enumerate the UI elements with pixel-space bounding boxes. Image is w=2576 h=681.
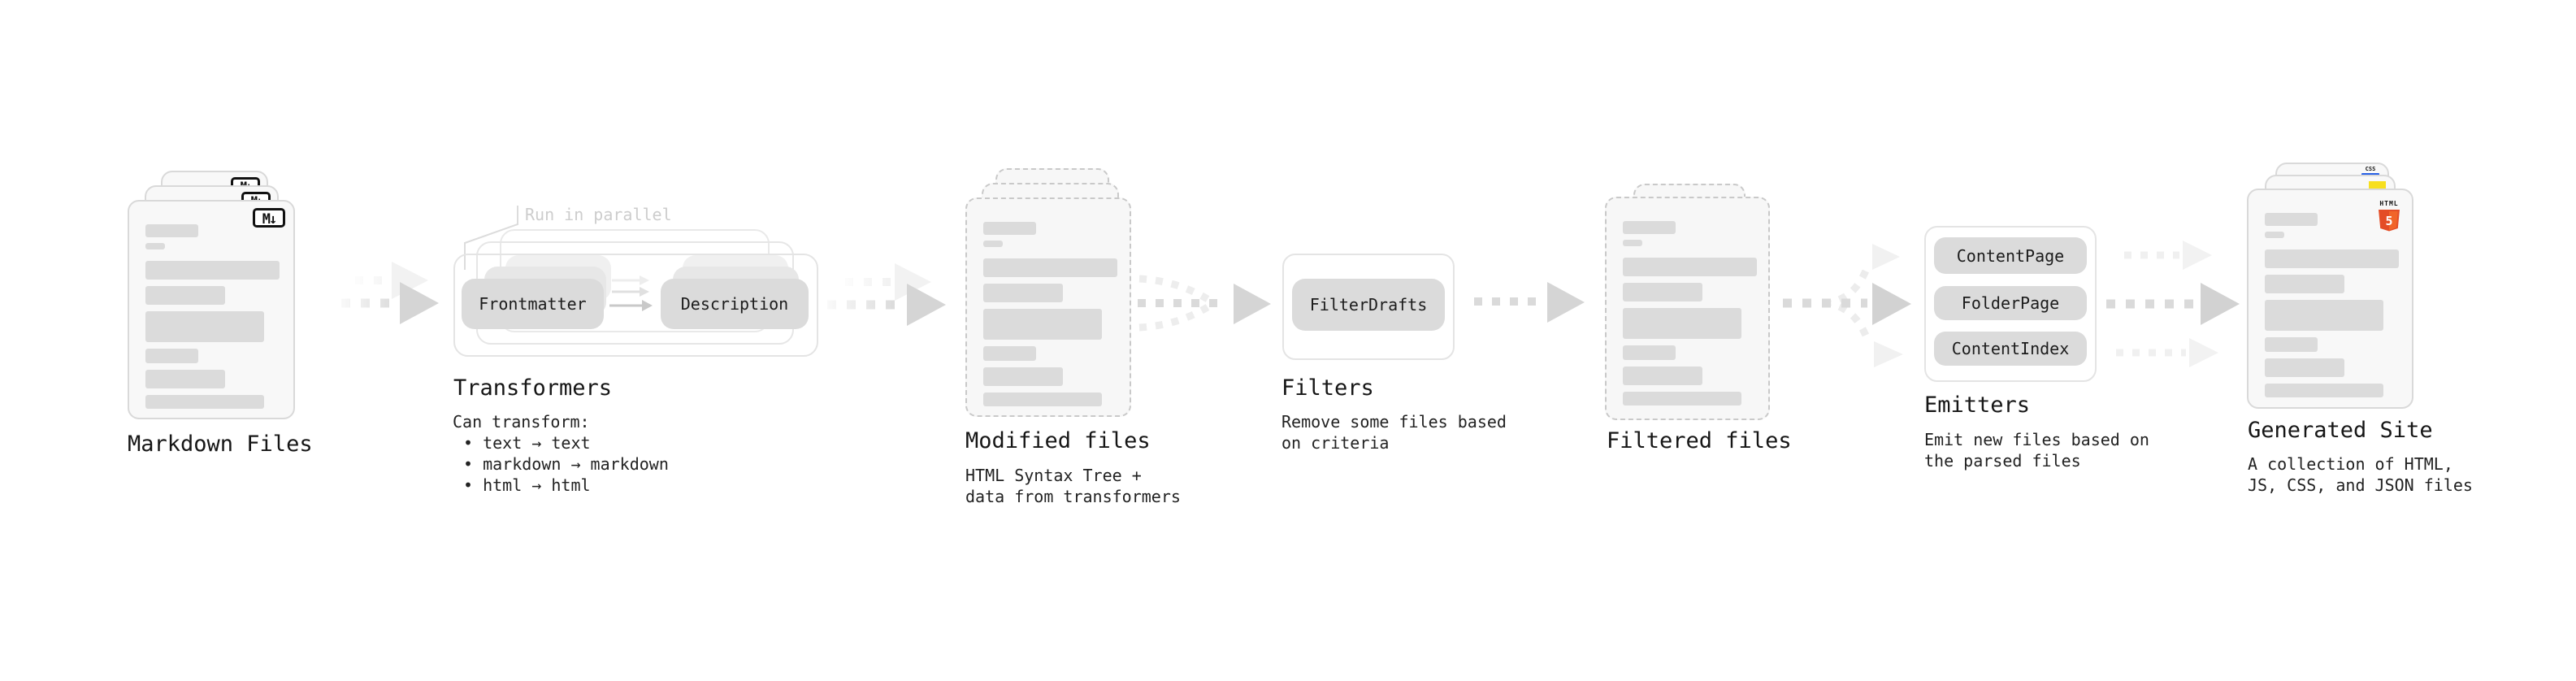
- stage-description-line: A collection of HTML,: [2248, 454, 2453, 474]
- markdown-icon: M↓: [253, 208, 285, 228]
- skeleton-line: [1623, 258, 1757, 276]
- skeleton-line: [983, 258, 1117, 277]
- skeleton-line: [2265, 300, 2383, 331]
- arrow-filters-to-filtered: [1474, 282, 1585, 323]
- css3-icon: CSS: [2361, 167, 2379, 176]
- file-card-front: [965, 197, 1131, 417]
- stage-description-line: HTML Syntax Tree +: [965, 466, 1142, 485]
- filters-frame: [1282, 254, 1455, 360]
- skeleton-line: [145, 243, 165, 249]
- stage-title-generated-site: Generated Site: [2248, 418, 2433, 443]
- skeleton-line: [983, 346, 1036, 361]
- stage-title-modified-files: Modified files: [965, 428, 1151, 453]
- stage-title-transformers: Transformers: [453, 375, 613, 401]
- skeleton-line: [145, 224, 198, 237]
- skeleton-line: [2265, 384, 2383, 397]
- stage-description-line: • markdown → markdown: [463, 454, 669, 474]
- skeleton-line: [145, 370, 225, 388]
- run-in-parallel-label: Run in parallel: [525, 205, 672, 224]
- stage-description-line: Remove some files based: [1281, 412, 1507, 432]
- arrow-modified-to-filters: [1138, 275, 1271, 332]
- stage-description-line: on criteria: [1281, 433, 1390, 453]
- skeleton-line: [1623, 367, 1702, 385]
- js-icon: [2369, 181, 2386, 189]
- skeleton-line: [145, 261, 280, 280]
- skeleton-line: [2265, 337, 2318, 352]
- skeleton-line: [1623, 345, 1676, 360]
- skeleton-line: [2265, 232, 2284, 238]
- skeleton-line: [1623, 221, 1676, 234]
- emitters-frame: [1924, 226, 2097, 382]
- skeleton-line: [145, 395, 264, 409]
- stage-description-line: • html → html: [463, 475, 591, 495]
- stage-description: HTML Syntax Tree + data from transformer…: [965, 465, 1181, 507]
- skeleton-line: [2265, 358, 2344, 377]
- skeleton-line: [1623, 240, 1642, 246]
- pill-contentpage: ContentPage: [1934, 237, 2087, 274]
- skeleton-line: [145, 311, 264, 342]
- stage-description: Can transform: • text → text • markdown …: [453, 411, 669, 496]
- arrow-markdown-to-transformers: [341, 262, 439, 324]
- html5-icon-label: HTML: [2379, 200, 2399, 207]
- skeleton-line: [983, 284, 1063, 302]
- file-card-front: HTML 5: [2247, 189, 2413, 409]
- arrow-transformers-to-modified: [827, 263, 946, 326]
- html5-shield: 5: [2379, 210, 2400, 232]
- pill-frontmatter: Frontmatter: [462, 279, 604, 329]
- pill-description: Description: [661, 279, 809, 329]
- svg-text:5: 5: [2385, 214, 2392, 228]
- stage-description-line: JS, CSS, and JSON files: [2248, 475, 2473, 495]
- stage-title-filters: Filters: [1281, 375, 1374, 401]
- skeleton-line: [983, 241, 1003, 247]
- skeleton-line: [983, 222, 1036, 235]
- skeleton-line: [1623, 283, 1702, 301]
- stage-description: A collection of HTML, JS, CSS, and JSON …: [2248, 453, 2473, 496]
- arrow-filtered-to-emitters: [1783, 244, 1911, 367]
- stage-description-line: data from transformers: [965, 487, 1181, 506]
- skeleton-line: [145, 286, 225, 305]
- html5-icon: HTML 5: [2376, 193, 2402, 236]
- css3-icon-text: CSS: [2365, 166, 2376, 172]
- skeleton-line: [983, 393, 1102, 406]
- skeleton-line: [1623, 392, 1741, 406]
- stage-description: Remove some files based on criteria: [1281, 411, 1507, 453]
- skeleton-line: [145, 349, 198, 363]
- stage-title-markdown-files: Markdown Files: [128, 432, 313, 457]
- skeleton-line: [983, 367, 1063, 386]
- file-card-front: M↓: [128, 200, 295, 419]
- stage-description: Emit new files based on the parsed files: [1924, 429, 2149, 471]
- pill-folderpage: FolderPage: [1934, 286, 2087, 320]
- skeleton-line: [2265, 275, 2344, 293]
- pill-filterdrafts: FilterDrafts: [1292, 279, 1445, 331]
- stage-title-filtered-files: Filtered files: [1607, 428, 1792, 453]
- stage-title-emitters: Emitters: [1924, 393, 2031, 418]
- skeleton-line: [2265, 213, 2318, 226]
- arrow-emitters-to-generated: [2106, 241, 2240, 367]
- stage-description-line: Can transform:: [453, 412, 590, 432]
- transformer-frame-front: [453, 254, 818, 357]
- skeleton-line: [1623, 308, 1741, 339]
- skeleton-line: [2265, 249, 2399, 268]
- stage-description-line: • text → text: [463, 433, 591, 453]
- stage-description-line: Emit new files based on: [1924, 430, 2149, 449]
- pill-contentindex: ContentIndex: [1934, 332, 2087, 366]
- file-card-front: [1605, 197, 1770, 420]
- transformer-pill-arrows: [609, 275, 653, 311]
- skeleton-line: [983, 309, 1102, 340]
- stage-description-line: the parsed files: [1924, 451, 2081, 471]
- css3-icon-bar: [2361, 173, 2379, 176]
